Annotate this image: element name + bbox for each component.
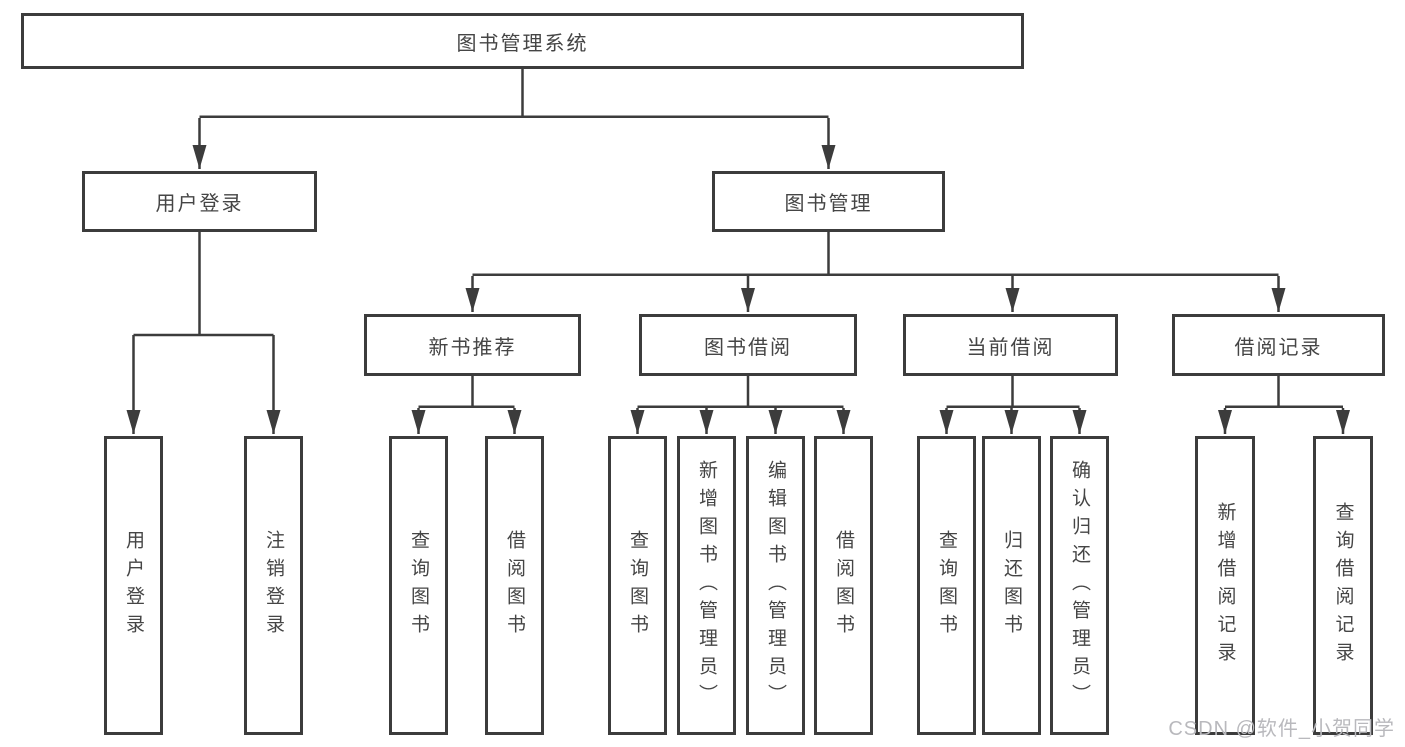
node-logout: 注销登录 <box>244 436 303 735</box>
node-edit-book-admin: 编辑图书（管理员） <box>746 436 805 735</box>
node-library-management-system: 图书管理系统 <box>21 13 1024 69</box>
node-add-borrow-record: 新增借阅记录 <box>1195 436 1255 735</box>
node-user-login: 用户登录 <box>104 436 163 735</box>
node-confirm-return-admin: 确认归还（管理员） <box>1050 436 1109 735</box>
node-borrow-books-recommend: 借阅图书 <box>485 436 544 735</box>
node-book-borrowing: 图书借阅 <box>639 314 857 376</box>
node-add-book-admin: 新增图书（管理员） <box>677 436 736 735</box>
node-query-borrow-record: 查询借阅记录 <box>1313 436 1373 735</box>
node-query-books-current: 查询图书 <box>917 436 976 735</box>
node-query-books-recommend: 查询图书 <box>389 436 448 735</box>
node-book-management-branch: 图书管理 <box>712 171 945 232</box>
node-query-books-borrowing: 查询图书 <box>608 436 667 735</box>
node-borrowing-records: 借阅记录 <box>1172 314 1385 376</box>
node-new-book-recommend: 新书推荐 <box>364 314 581 376</box>
node-borrow-books: 借阅图书 <box>814 436 873 735</box>
node-current-borrowing: 当前借阅 <box>903 314 1118 376</box>
node-return-books: 归还图书 <box>982 436 1041 735</box>
csdn-watermark: CSDN @软件_小贺同学 <box>1168 718 1395 740</box>
node-user-login-branch: 用户登录 <box>82 171 317 232</box>
